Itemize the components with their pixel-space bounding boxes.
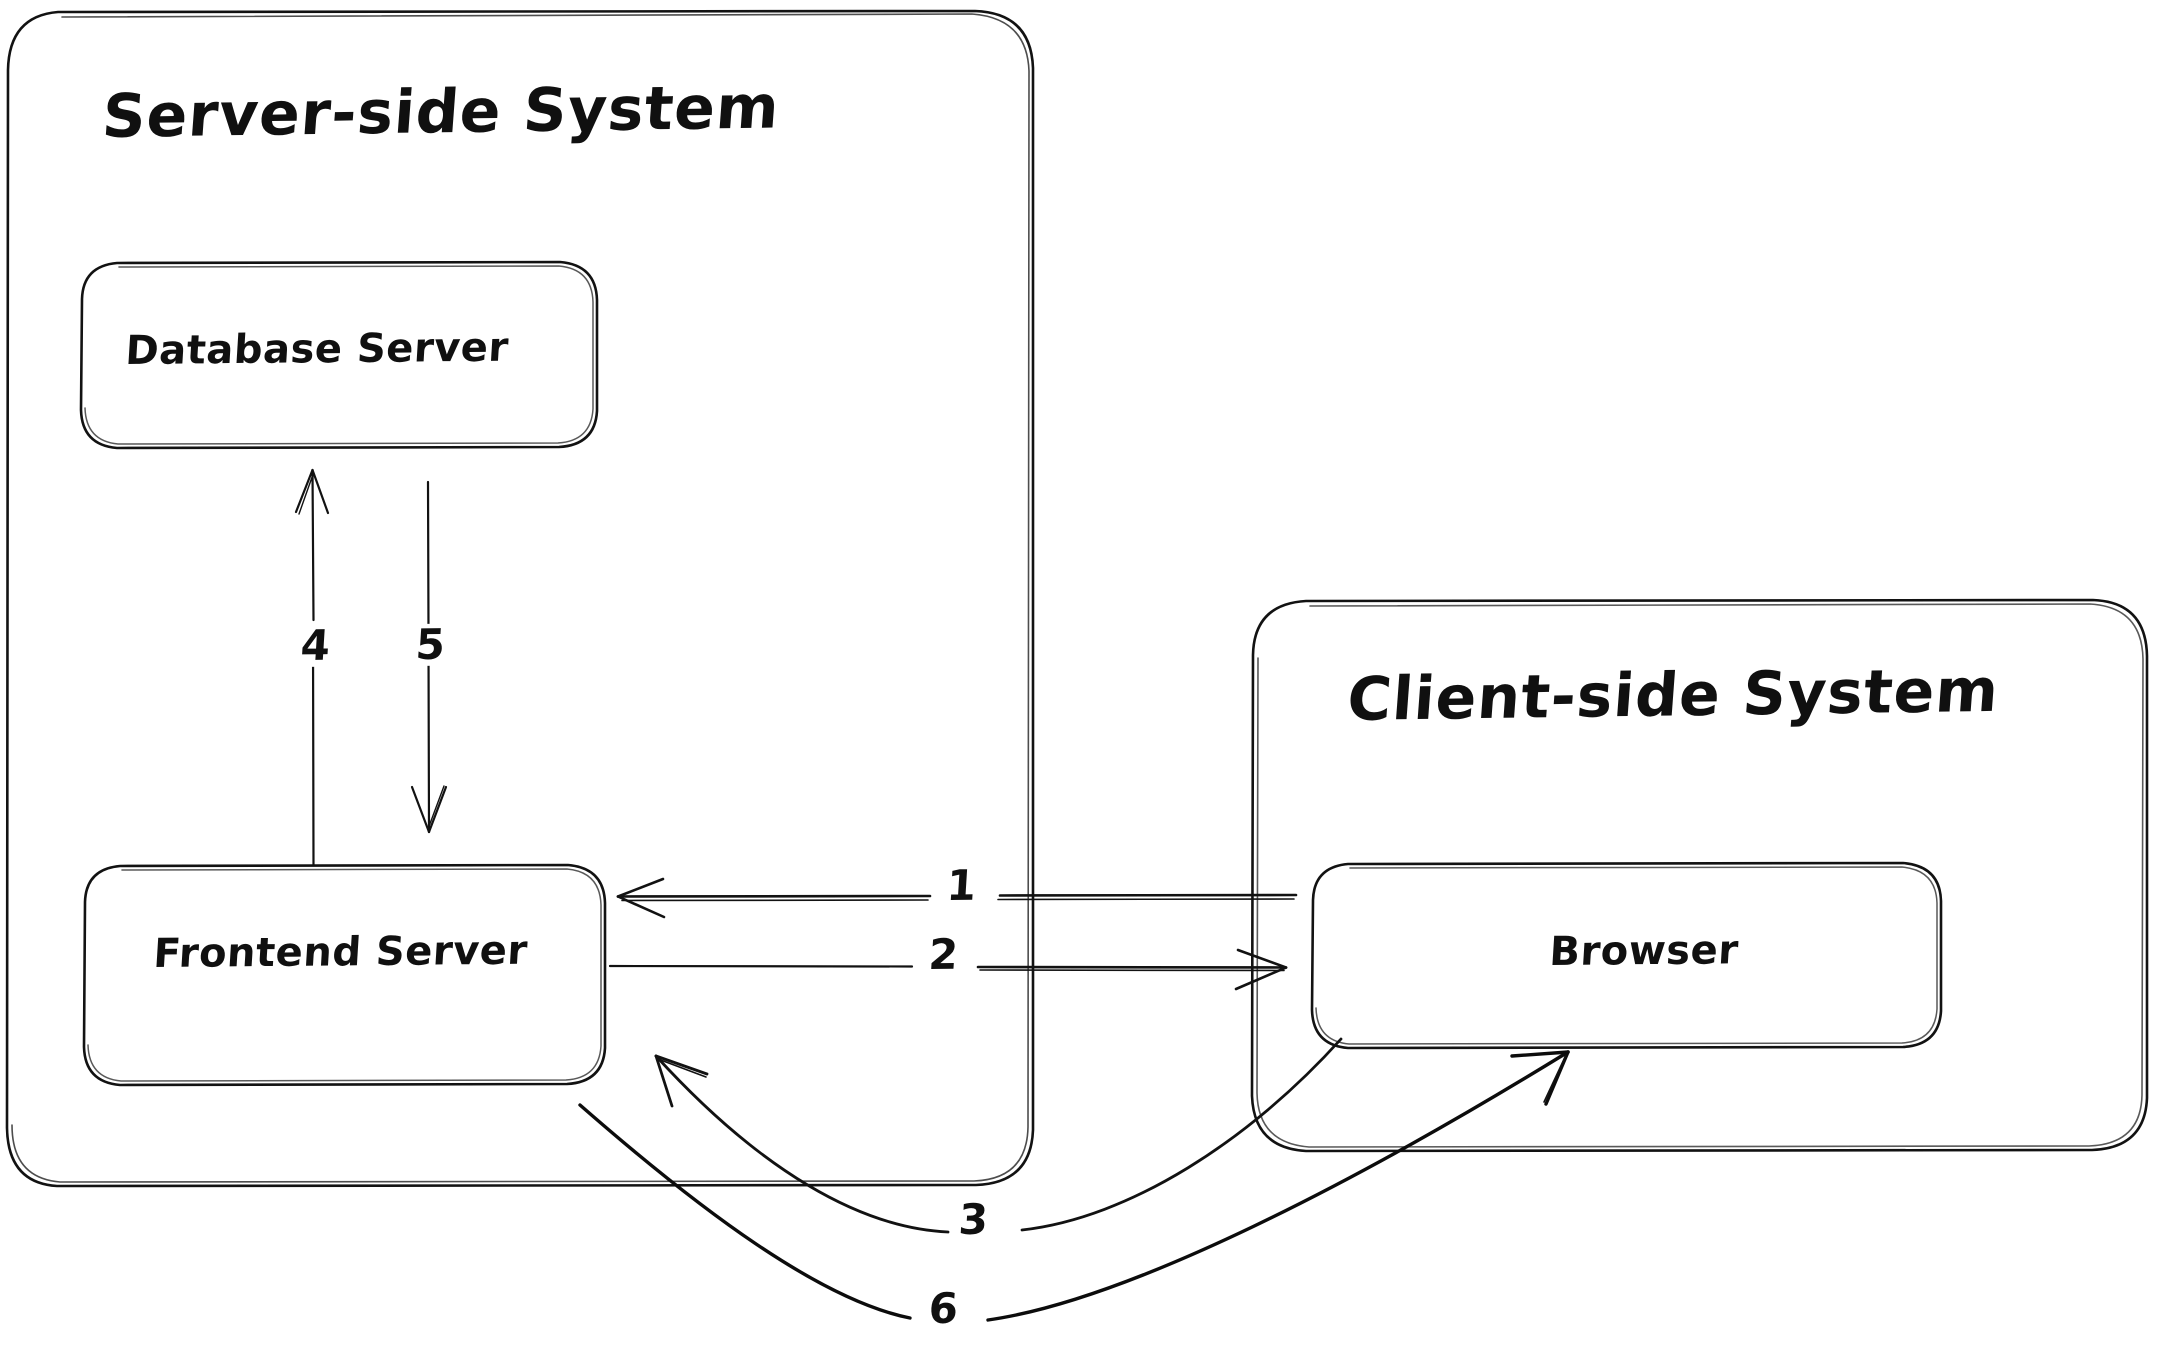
edge-label-2: 2	[920, 930, 967, 979]
edge-3-browser-to-frontend[interactable]	[654, 1037, 1343, 1234]
edge-label-4: 4	[292, 621, 339, 670]
edge-label-5: 5	[407, 620, 454, 669]
edge-5-database-to-frontend[interactable]	[410, 480, 448, 834]
edge-label-1: 1	[938, 861, 985, 910]
node-database-server[interactable]	[79, 260, 599, 450]
edge-1-browser-to-frontend[interactable]	[616, 877, 1298, 919]
group-title-server-side-system: Server-side System	[99, 72, 783, 152]
edge-2-frontend-to-browser[interactable]	[608, 948, 1288, 991]
node-frontend-server[interactable]	[82, 863, 607, 1087]
node-label-frontend-server: Frontend Server	[152, 927, 530, 977]
node-label-database-server: Database Server	[124, 324, 511, 374]
edge-label-6: 6	[920, 1284, 967, 1333]
node-label-browser: Browser	[1548, 927, 1740, 975]
node-browser[interactable]	[1310, 861, 1943, 1050]
edge-6-frontend-to-browser[interactable]	[578, 1050, 1570, 1322]
edge-label-3: 3	[950, 1195, 997, 1244]
edge-4-frontend-to-database[interactable]	[294, 468, 330, 867]
group-title-client-side-system: Client-side System	[1344, 655, 2002, 735]
